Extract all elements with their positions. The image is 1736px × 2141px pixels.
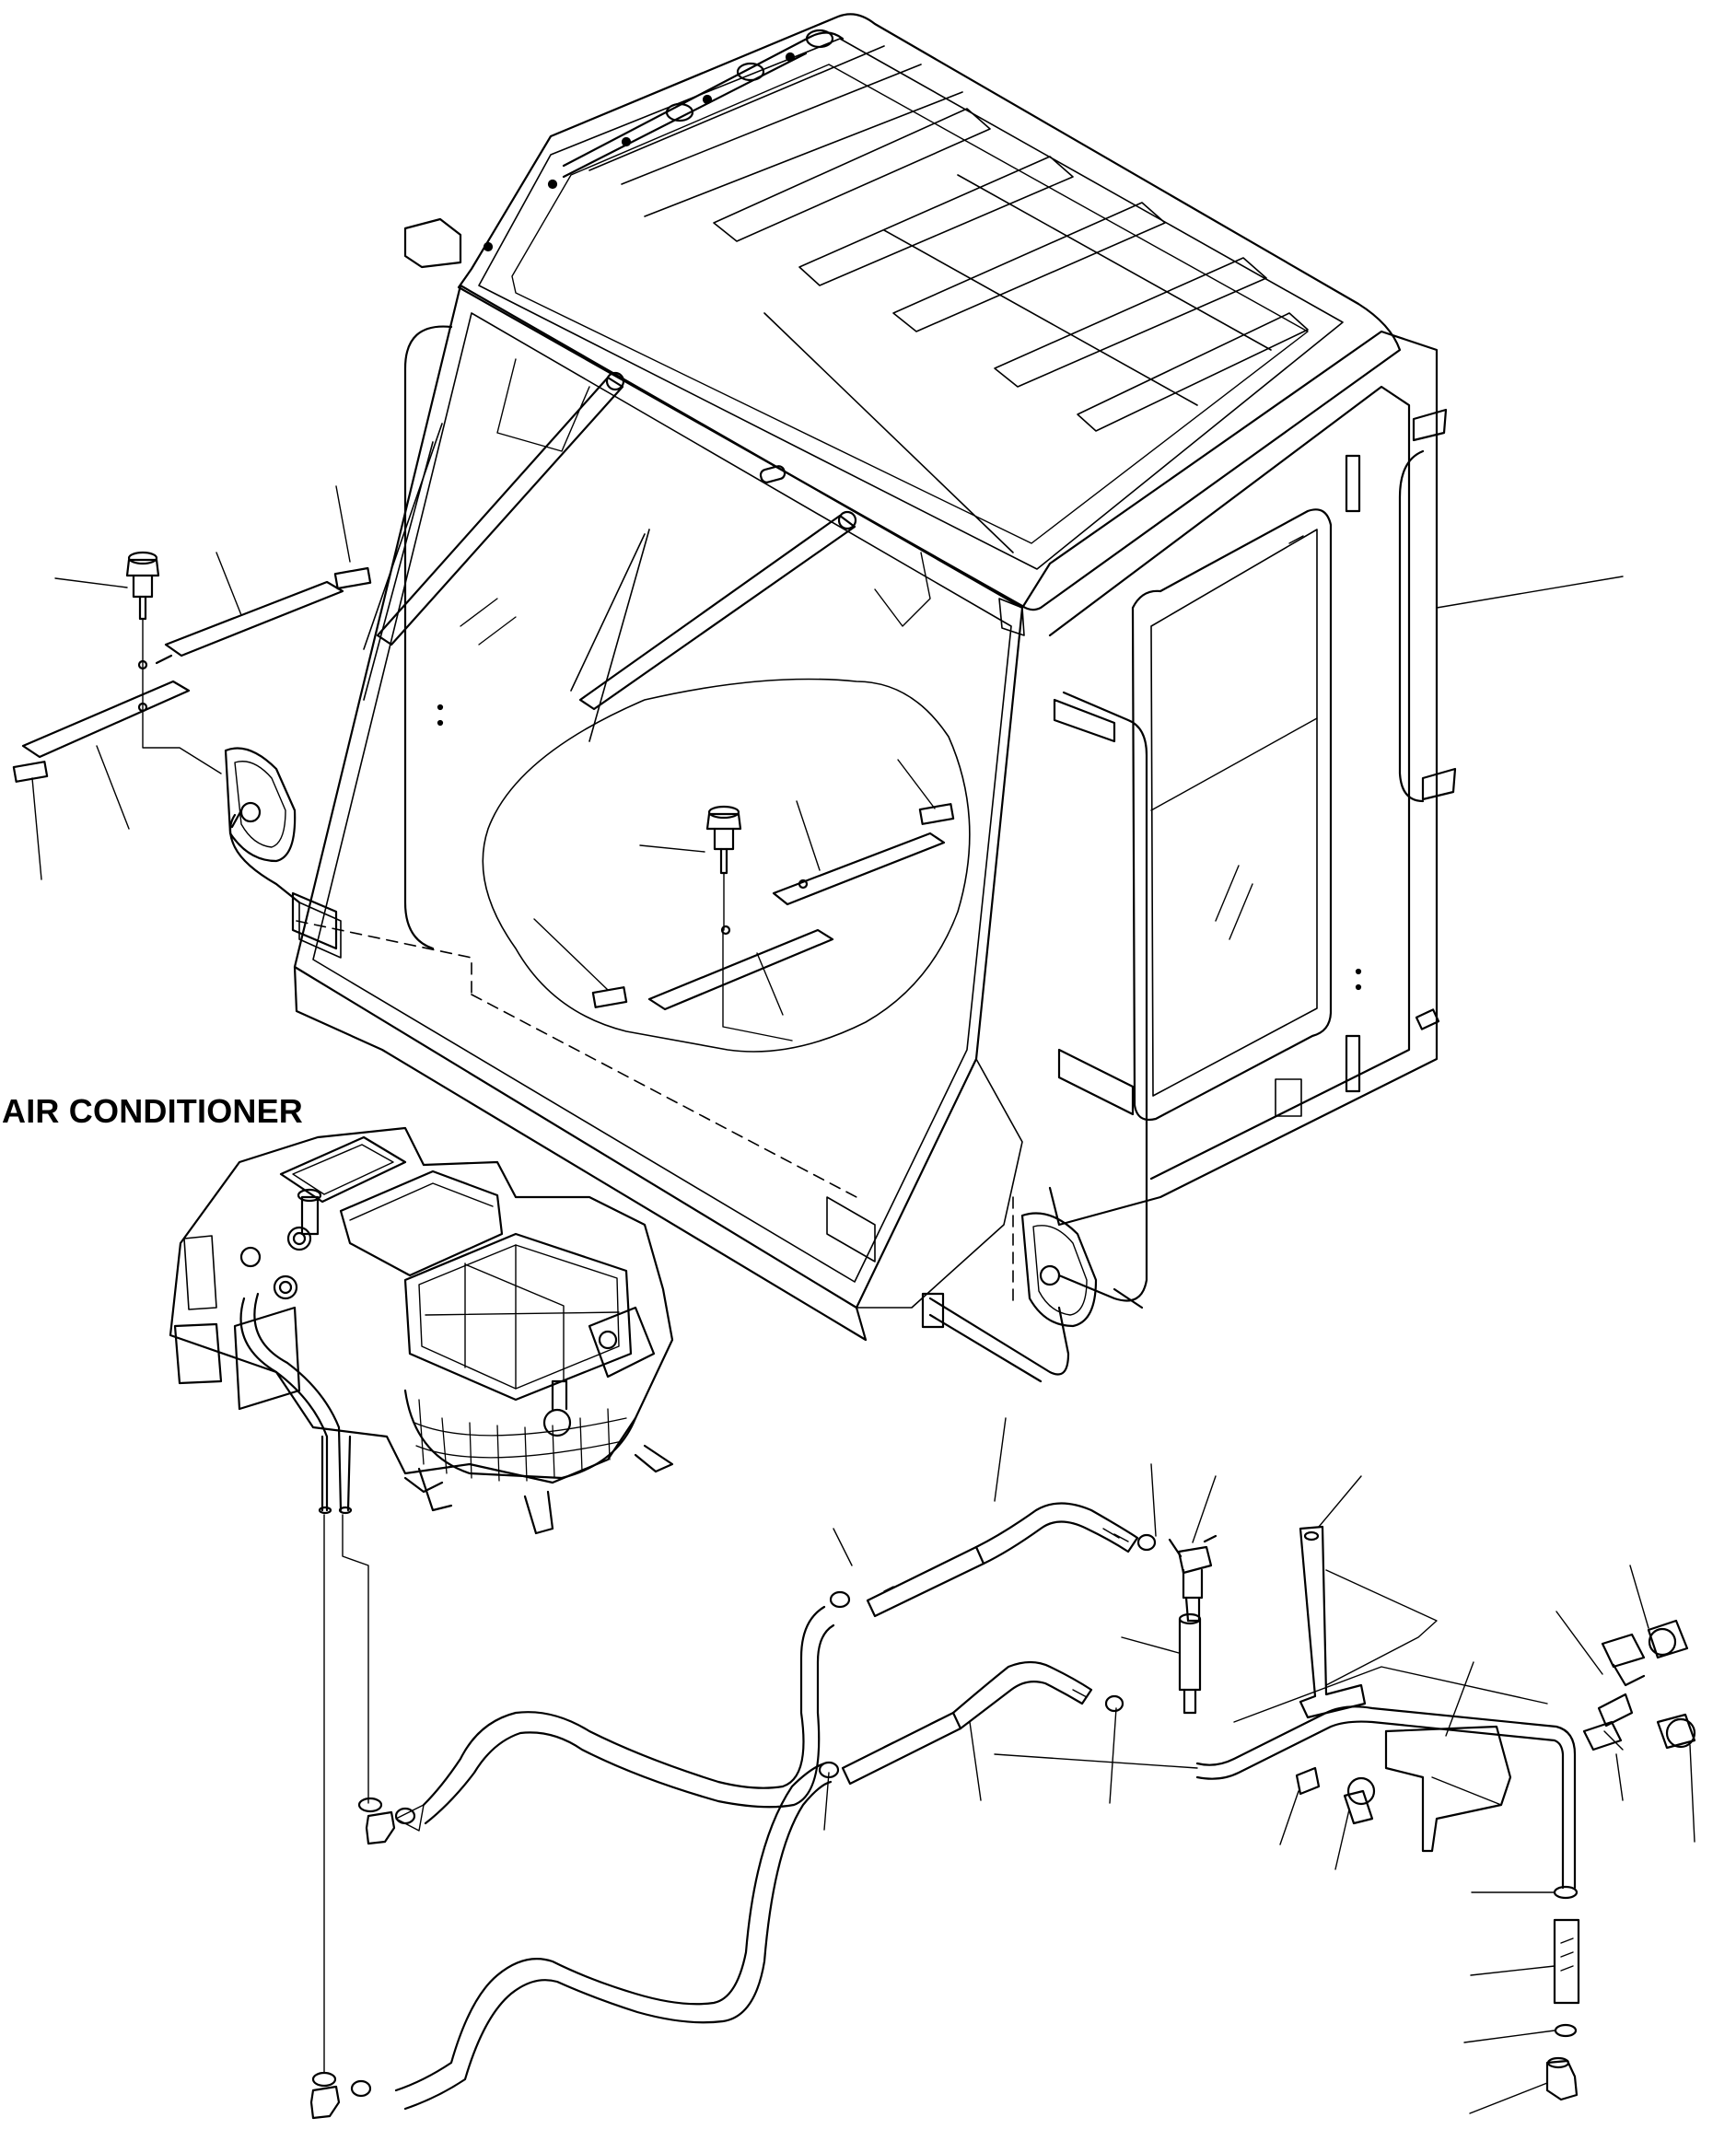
hose-a [868,1547,984,1616]
pipe-right [1197,1706,1575,1888]
ac-housing [170,1128,672,1483]
front-handrail [1059,692,1147,1301]
section-title-air-conditioner: AIR CONDITIONER [2,1092,303,1130]
right-handrail [1400,451,1423,801]
ac-blower [405,1390,635,1478]
cab-assembly [226,14,1623,1381]
short-hose [1555,1920,1579,2003]
front-wiper [364,373,623,700]
ac-filter-grid [405,1234,631,1400]
screw-center [707,807,740,873]
clamp [831,1592,849,1607]
elbow-upper [367,1812,394,1844]
cab-door [1133,509,1331,1120]
cutaway-region [483,680,970,1053]
bolt-cluster [1297,1621,1695,1823]
bracket-lower [1386,1727,1510,1851]
bracket-upper [1300,1527,1365,1717]
pipe-lower [396,1763,824,2090]
cab-roof [459,14,1400,610]
valve-fitting [1170,1536,1216,1621]
pipe-upper [424,1607,824,1805]
roof-slats [589,46,1308,553]
left-handrail [405,327,451,948]
left-mirror [226,749,299,903]
screw-left [127,553,158,619]
ac-piping [311,1418,1695,2118]
right-mirror [923,1214,1096,1382]
molding-strip [166,582,343,656]
front-windshield-frame [295,285,1022,1308]
air-conditioner-unit [170,1128,672,1533]
elbow-lower [311,2087,339,2118]
hose-b [843,1713,961,1784]
center-wiper [571,512,856,741]
cab-right-side [1022,332,1437,1225]
roof-rail [564,32,843,177]
glass-molding-parts [14,486,970,1052]
spacer-tube [1180,1614,1200,1713]
